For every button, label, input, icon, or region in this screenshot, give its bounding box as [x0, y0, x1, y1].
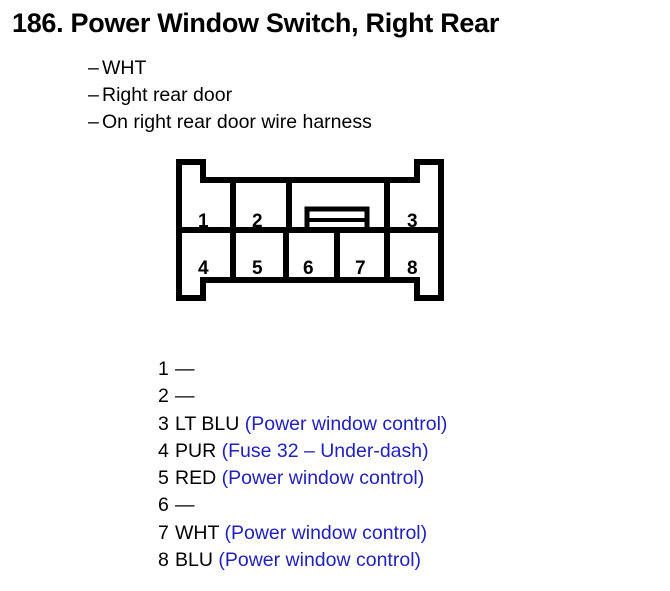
pin-legend-row: 2—	[158, 383, 447, 410]
connector-description-list: –WHT –Right rear door –On right rear doo…	[88, 55, 372, 136]
pin-description: (Power window control)	[244, 412, 448, 435]
dash-bullet-icon: –	[88, 84, 99, 106]
connector-pin-4: 4	[198, 258, 209, 279]
pin-legend-row: 7 WHT (Power window control)	[158, 520, 447, 547]
pin-wire-color: WHT	[175, 521, 220, 544]
pin-wire-color: RED	[175, 467, 217, 490]
connector-pin-8: 8	[407, 258, 418, 279]
pin-description: (Fuse 32 – Under-dash)	[221, 439, 429, 462]
pin-legend-row: 1—	[158, 356, 447, 383]
pin-empty-dash: —	[175, 385, 195, 408]
pin-legend-row: 6—	[158, 492, 447, 519]
connector-diagram: 1 2 3 4 5 6 7 8	[176, 159, 444, 301]
pin-number: 1	[158, 358, 169, 380]
description-item: –WHT	[88, 55, 372, 82]
pin-empty-dash: —	[175, 358, 195, 380]
dash-bullet-icon: –	[88, 111, 99, 133]
description-text: On right rear door wire harness	[102, 111, 372, 133]
pin-legend-row: 3 LT BLU (Power window control)	[158, 411, 447, 438]
pin-number: 6	[158, 494, 169, 517]
pin-wire-color: BLU	[175, 549, 213, 572]
connector-svg: 1 2 3 4 5 6 7 8	[176, 159, 444, 301]
connector-pin-2: 2	[252, 211, 263, 232]
description-item: –On right rear door wire harness	[88, 109, 372, 136]
pin-empty-dash: —	[175, 494, 195, 517]
dash-bullet-icon: –	[88, 57, 99, 79]
pin-number: 4	[158, 439, 169, 462]
pin-description: (Power window control)	[218, 549, 422, 572]
description-item: –Right rear door	[88, 82, 372, 109]
connector-pin-3: 3	[407, 211, 418, 232]
center-latch-tab	[304, 206, 370, 233]
page-title: 186. Power Window Switch, Right Rear	[12, 8, 500, 38]
connector-pin-6: 6	[303, 258, 314, 279]
connector-pin-5: 5	[252, 258, 263, 279]
description-text: WHT	[102, 57, 147, 79]
pin-number: 7	[158, 521, 169, 544]
connector-pin-1: 1	[198, 211, 209, 232]
pin-legend-row: 4 PUR (Fuse 32 – Under-dash)	[158, 438, 447, 465]
pin-number: 2	[158, 385, 169, 408]
pin-description: (Power window control)	[224, 521, 428, 544]
connector-pin-7: 7	[355, 258, 366, 279]
pin-legend-row: 5 RED (Power window control)	[158, 465, 447, 492]
pin-wire-color: PUR	[175, 439, 217, 462]
pin-number: 3	[158, 412, 169, 435]
pin-number: 5	[158, 467, 169, 490]
description-text: Right rear door	[102, 84, 233, 106]
pin-legend-row: 8 BLU (Power window control)	[158, 547, 447, 574]
pin-description: (Power window control)	[221, 467, 425, 490]
pin-number: 8	[158, 549, 169, 572]
pin-wire-color: LT BLU	[175, 412, 240, 435]
